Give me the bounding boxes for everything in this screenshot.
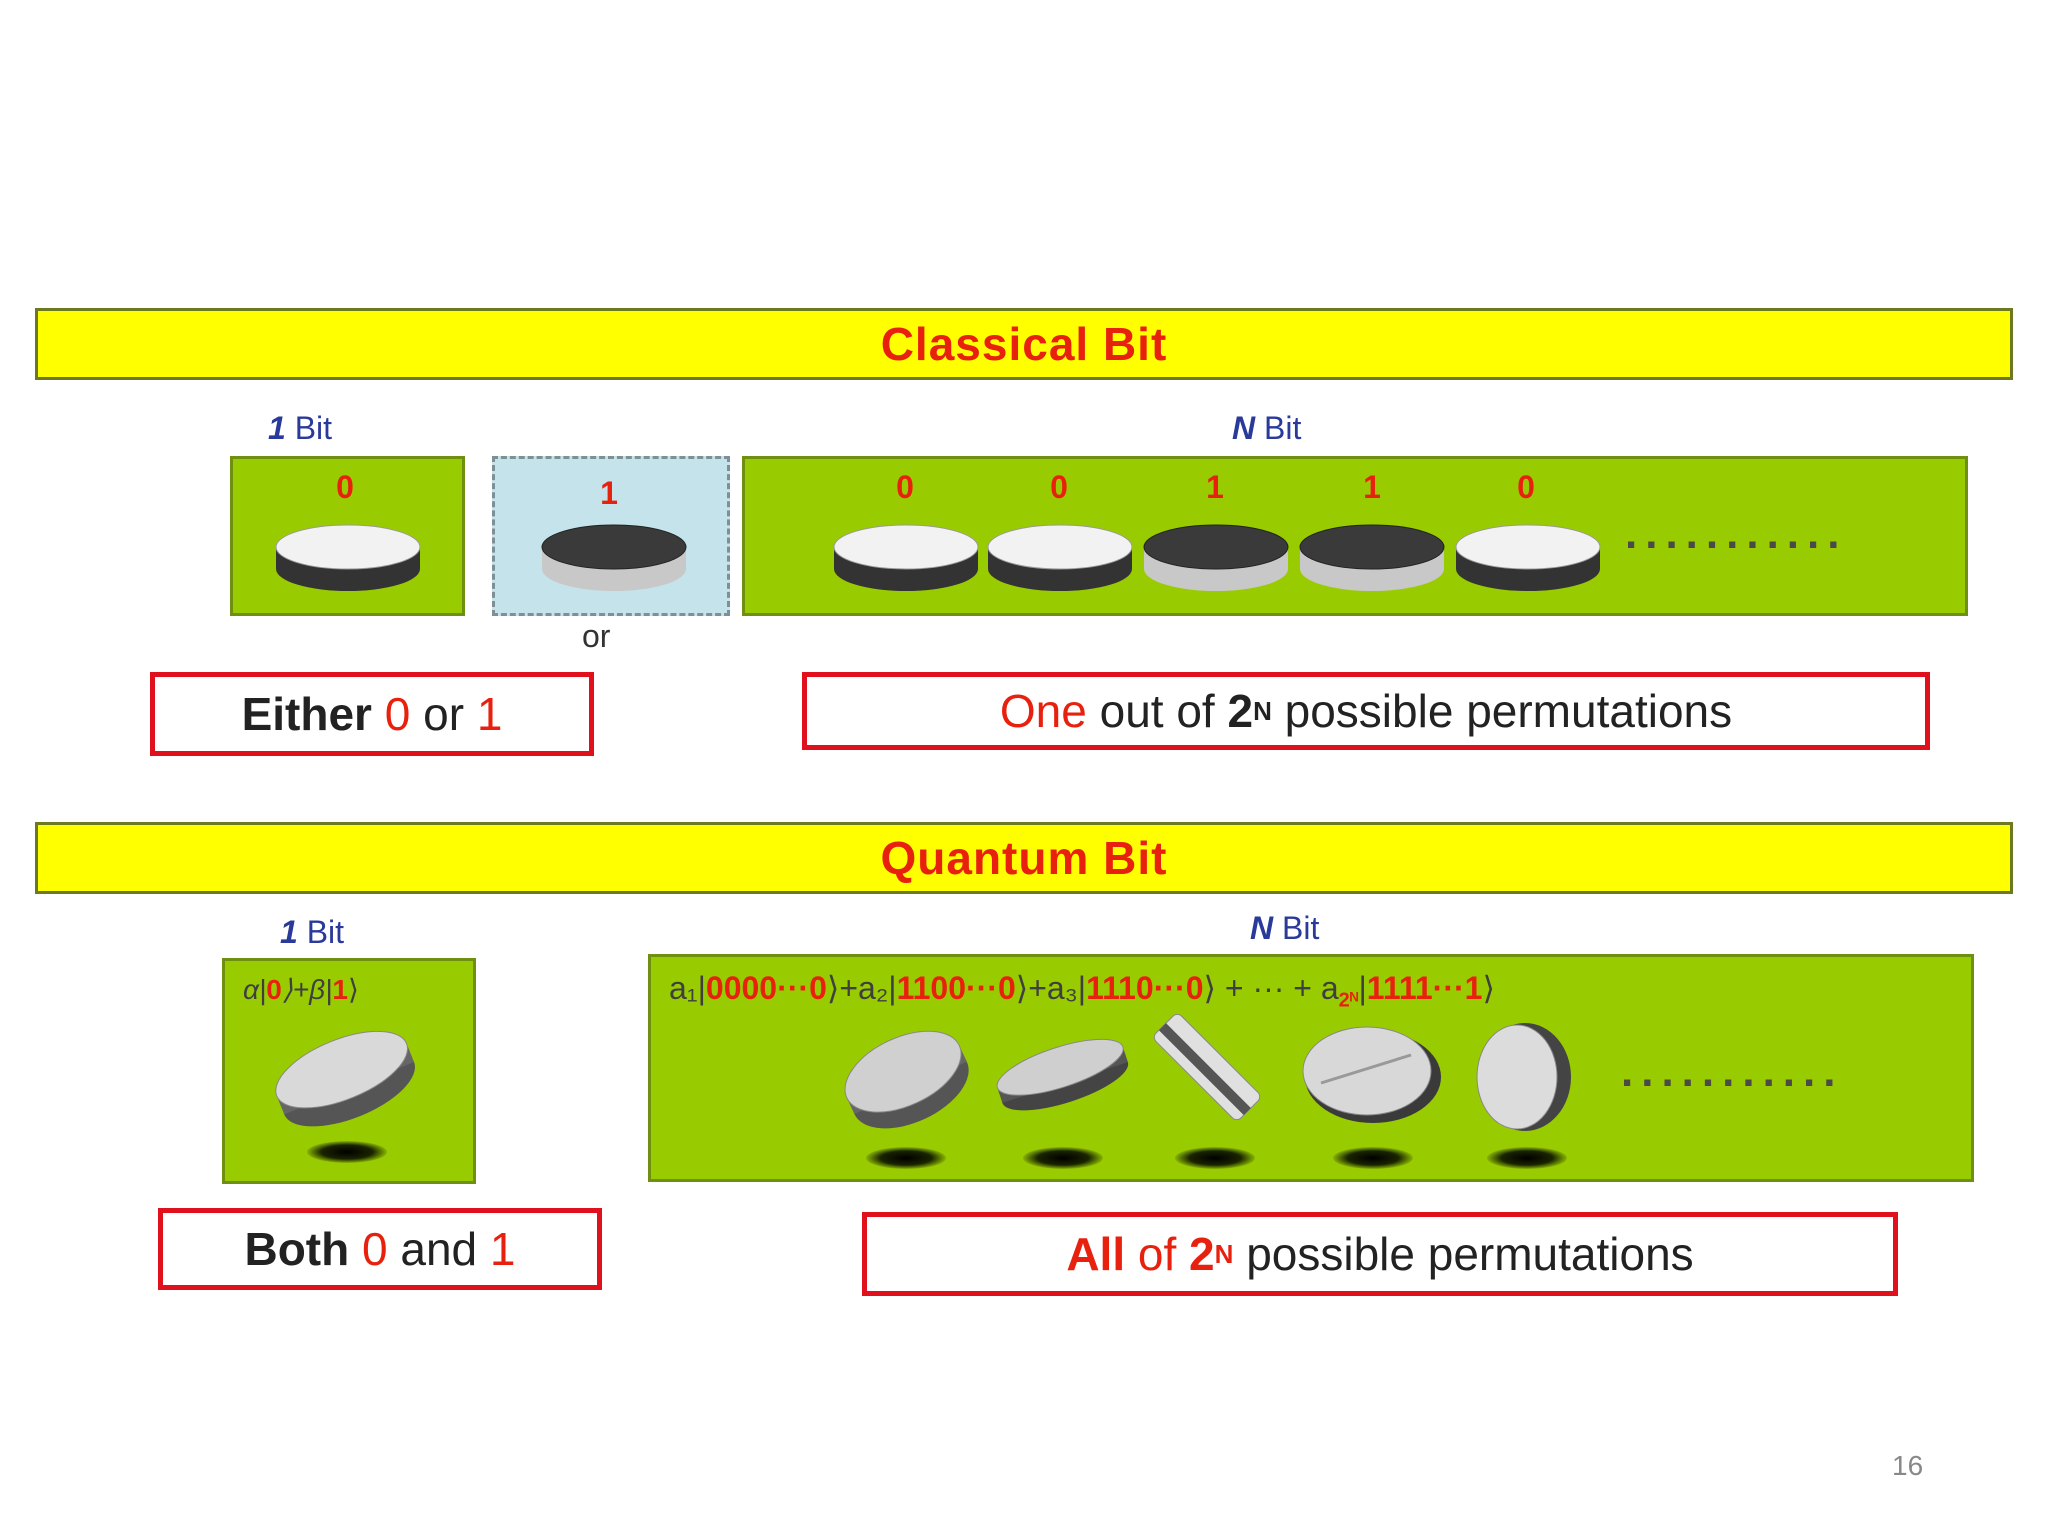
or-text: or: [582, 618, 611, 654]
caption-text: of: [1125, 1228, 1190, 1280]
caption-text: possible permutations: [1233, 1228, 1694, 1280]
classical-single-one-panel: 1: [492, 456, 730, 616]
continuation-dots: ...........: [1621, 1047, 1844, 1096]
caption-text: and: [387, 1223, 490, 1275]
formula-state: 0000···0: [705, 970, 827, 1006]
disk-shadow: [1175, 1147, 1255, 1169]
n-variable: N: [1232, 410, 1256, 446]
spinning-disk-icon: [275, 1030, 415, 1127]
superposition-formula: α|0⟩+β|1⟩: [243, 973, 359, 1006]
formula-part: ⟩ + ··· + a: [1203, 970, 1339, 1006]
bit-value: 1: [1363, 469, 1381, 505]
formula-state: 1111···1: [1366, 970, 1483, 1006]
bit-value: 0: [896, 469, 914, 505]
white-disk-icon: [1455, 524, 1601, 591]
caption-all-word: All: [1066, 1228, 1126, 1280]
disk-shadow: [866, 1147, 946, 1169]
caption-one: 1: [476, 688, 503, 740]
classical-single-zero-panel: 0: [230, 456, 465, 616]
bit-word: Bit: [306, 914, 345, 950]
quantum-bit-title: Quantum Bit: [880, 832, 1168, 884]
bit-value: 0: [1517, 469, 1535, 505]
spinning-disk-icon: [1153, 1013, 1261, 1121]
formula-part: ⟩+a₃|: [1015, 970, 1087, 1006]
classical-bit-banner: Classical Bit: [35, 308, 2013, 380]
caption-two: 2: [1189, 1228, 1215, 1280]
formula-subscript: 2ᴺ: [1338, 989, 1359, 1012]
bit-value: 1: [1206, 469, 1224, 505]
caption-text: or: [410, 688, 477, 740]
formula-part: a₁|: [669, 970, 706, 1006]
quantum-single-panel: α|0⟩+β|1⟩: [222, 958, 476, 1184]
bit-value: 0: [336, 469, 354, 505]
classical-n-bit-panel: 0 0 1 1 0 ...........: [742, 456, 1968, 616]
caption-zero: 0: [384, 688, 411, 740]
caption-text: out of: [1086, 685, 1228, 737]
black-disk-icon: [1143, 524, 1289, 591]
quantum-bit-banner: Quantum Bit: [35, 822, 2013, 894]
bit-value: 1: [600, 475, 618, 511]
caption-either-0-or-1: Either 0 or 1: [150, 672, 594, 756]
formula-part: ⟩+β|: [281, 974, 333, 1005]
page-number: 16: [1892, 1450, 1924, 1481]
classical-n-bit-label: N Bit: [1232, 410, 1301, 447]
formula-state: 1100···0: [896, 970, 1016, 1006]
spinning-disk-icon: [1302, 1026, 1441, 1123]
caption-both-0-and-1: Both 0 and 1: [158, 1208, 602, 1290]
white-disk-icon: [833, 524, 979, 591]
black-disk-icon: [541, 524, 687, 591]
formula-part: ⟩+a₂|: [826, 970, 897, 1006]
one-numeral: 1: [268, 410, 286, 446]
disk-shadow: [1333, 1147, 1413, 1169]
formula-part: ⟩: [1482, 970, 1495, 1006]
spinning-disk-icon: [996, 1038, 1129, 1111]
continuation-dots: ...........: [1625, 509, 1848, 558]
caption-zero: 0: [362, 1223, 388, 1275]
caption-one-word: One: [999, 685, 1087, 737]
caption-one: 1: [489, 1223, 516, 1275]
disk-shadow: [307, 1141, 387, 1163]
formula-part: ⟩: [347, 974, 359, 1005]
n-variable: N: [1250, 910, 1274, 946]
caption-exponent: N: [1214, 1238, 1234, 1269]
bit-value: 0: [1050, 469, 1068, 505]
caption-exponent: N: [1253, 695, 1272, 726]
formula-zero: 0: [266, 974, 282, 1005]
quantum-n-bit-label: N Bit: [1250, 910, 1319, 947]
one-numeral: 1: [280, 914, 298, 950]
caption-text: Both: [244, 1223, 350, 1275]
quantum-n-bit-panel: a₁|0000···0⟩+a₂|1100···0⟩+a₃|1110···0⟩ +…: [648, 954, 1974, 1182]
spinning-disk-icon: [1476, 1023, 1571, 1131]
formula-one: 1: [332, 974, 348, 1005]
formula-state: 1110···0: [1086, 970, 1204, 1006]
bit-word: Bit: [1264, 410, 1302, 446]
white-disk-icon: [987, 524, 1133, 591]
spinning-disk-icon: [844, 1030, 969, 1129]
bit-word: Bit: [294, 410, 333, 446]
classical-bit-title: Classical Bit: [880, 318, 1168, 370]
formula-part: |: [1358, 970, 1367, 1006]
caption-two: 2: [1227, 685, 1254, 737]
white-disk-icon: [275, 524, 421, 591]
quantum-one-bit-label: 1 Bit: [280, 914, 344, 951]
superposition-sum-formula: a₁|0000···0⟩+a₂|1100···0⟩+a₃|1110···0⟩ +…: [669, 969, 1495, 1012]
caption-text: possible permutations: [1271, 685, 1733, 737]
disk-shadow: [1487, 1147, 1567, 1169]
disk-shadow: [1023, 1147, 1103, 1169]
caption-text: Either: [241, 688, 372, 740]
formula-part: α|: [243, 974, 267, 1005]
black-disk-icon: [1299, 524, 1445, 591]
bit-word: Bit: [1282, 910, 1320, 946]
classical-one-bit-label: 1 Bit: [268, 410, 332, 447]
